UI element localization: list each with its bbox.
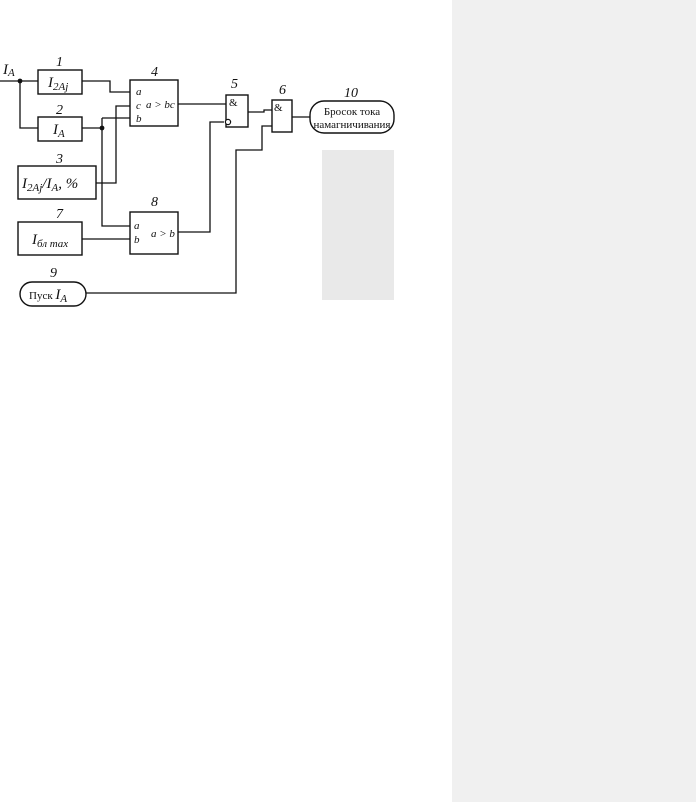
block-4-number: 4	[151, 65, 158, 80]
block-1: 1 I2Aj	[37, 55, 83, 95]
junction-dot	[17, 78, 23, 84]
block-4-operation: a > bc	[146, 99, 175, 111]
block-9: 9 Пуск IA	[19, 266, 87, 307]
block-6-operation: &	[274, 102, 283, 114]
block-5-number: 5	[231, 77, 238, 92]
block-1-label: I2Aj	[47, 75, 68, 93]
block-3-label: I2Aj/IA, %	[21, 176, 78, 194]
logic-diagram: IA 1 I2Aj	[0, 55, 395, 307]
block-6: 6 &	[271, 83, 293, 133]
block-2: 2 IA	[37, 103, 83, 142]
input-label: IA	[2, 62, 15, 79]
block-9-label: Пуск IA	[29, 287, 67, 305]
block-9-number: 9	[50, 266, 57, 281]
block-7: 7 Iбл max	[17, 207, 83, 256]
block-3: 3 I2Aj/IA, %	[17, 152, 97, 200]
block-8: 8 a b a > b	[129, 195, 179, 255]
scan-smear	[322, 150, 394, 300]
block-5: 5 &	[224, 77, 249, 128]
block-1-number: 1	[56, 55, 63, 70]
right-gray-panel	[452, 0, 696, 802]
block-8-input-a: a	[134, 220, 140, 232]
block-8-number: 8	[151, 195, 158, 210]
block-7-number: 7	[56, 207, 64, 222]
inversion-circle	[224, 118, 232, 126]
block-5-operation: &	[229, 97, 238, 109]
block-6-number: 6	[279, 83, 286, 98]
junction-dot	[99, 125, 105, 131]
block-10-line1: Бросок тока	[324, 106, 380, 118]
block-10: 10 Бросок тока намагничивания	[309, 86, 395, 134]
block-2-label: IA	[52, 122, 65, 140]
block-10-number: 10	[344, 86, 358, 101]
block-7-label: Iбл max	[31, 232, 68, 250]
block-4: 4 a c b a > bc	[129, 65, 179, 127]
block-8-operation: a > b	[151, 228, 175, 240]
block-10-line2: намагничивания	[313, 119, 390, 131]
block-2-number: 2	[56, 103, 63, 118]
block-4-input-b: b	[136, 113, 142, 125]
block-3-number: 3	[55, 152, 63, 167]
block-8-input-b: b	[134, 234, 140, 246]
wires	[0, 80, 310, 294]
block-4-input-c: c	[136, 100, 141, 112]
block-4-input-a: a	[136, 86, 142, 98]
